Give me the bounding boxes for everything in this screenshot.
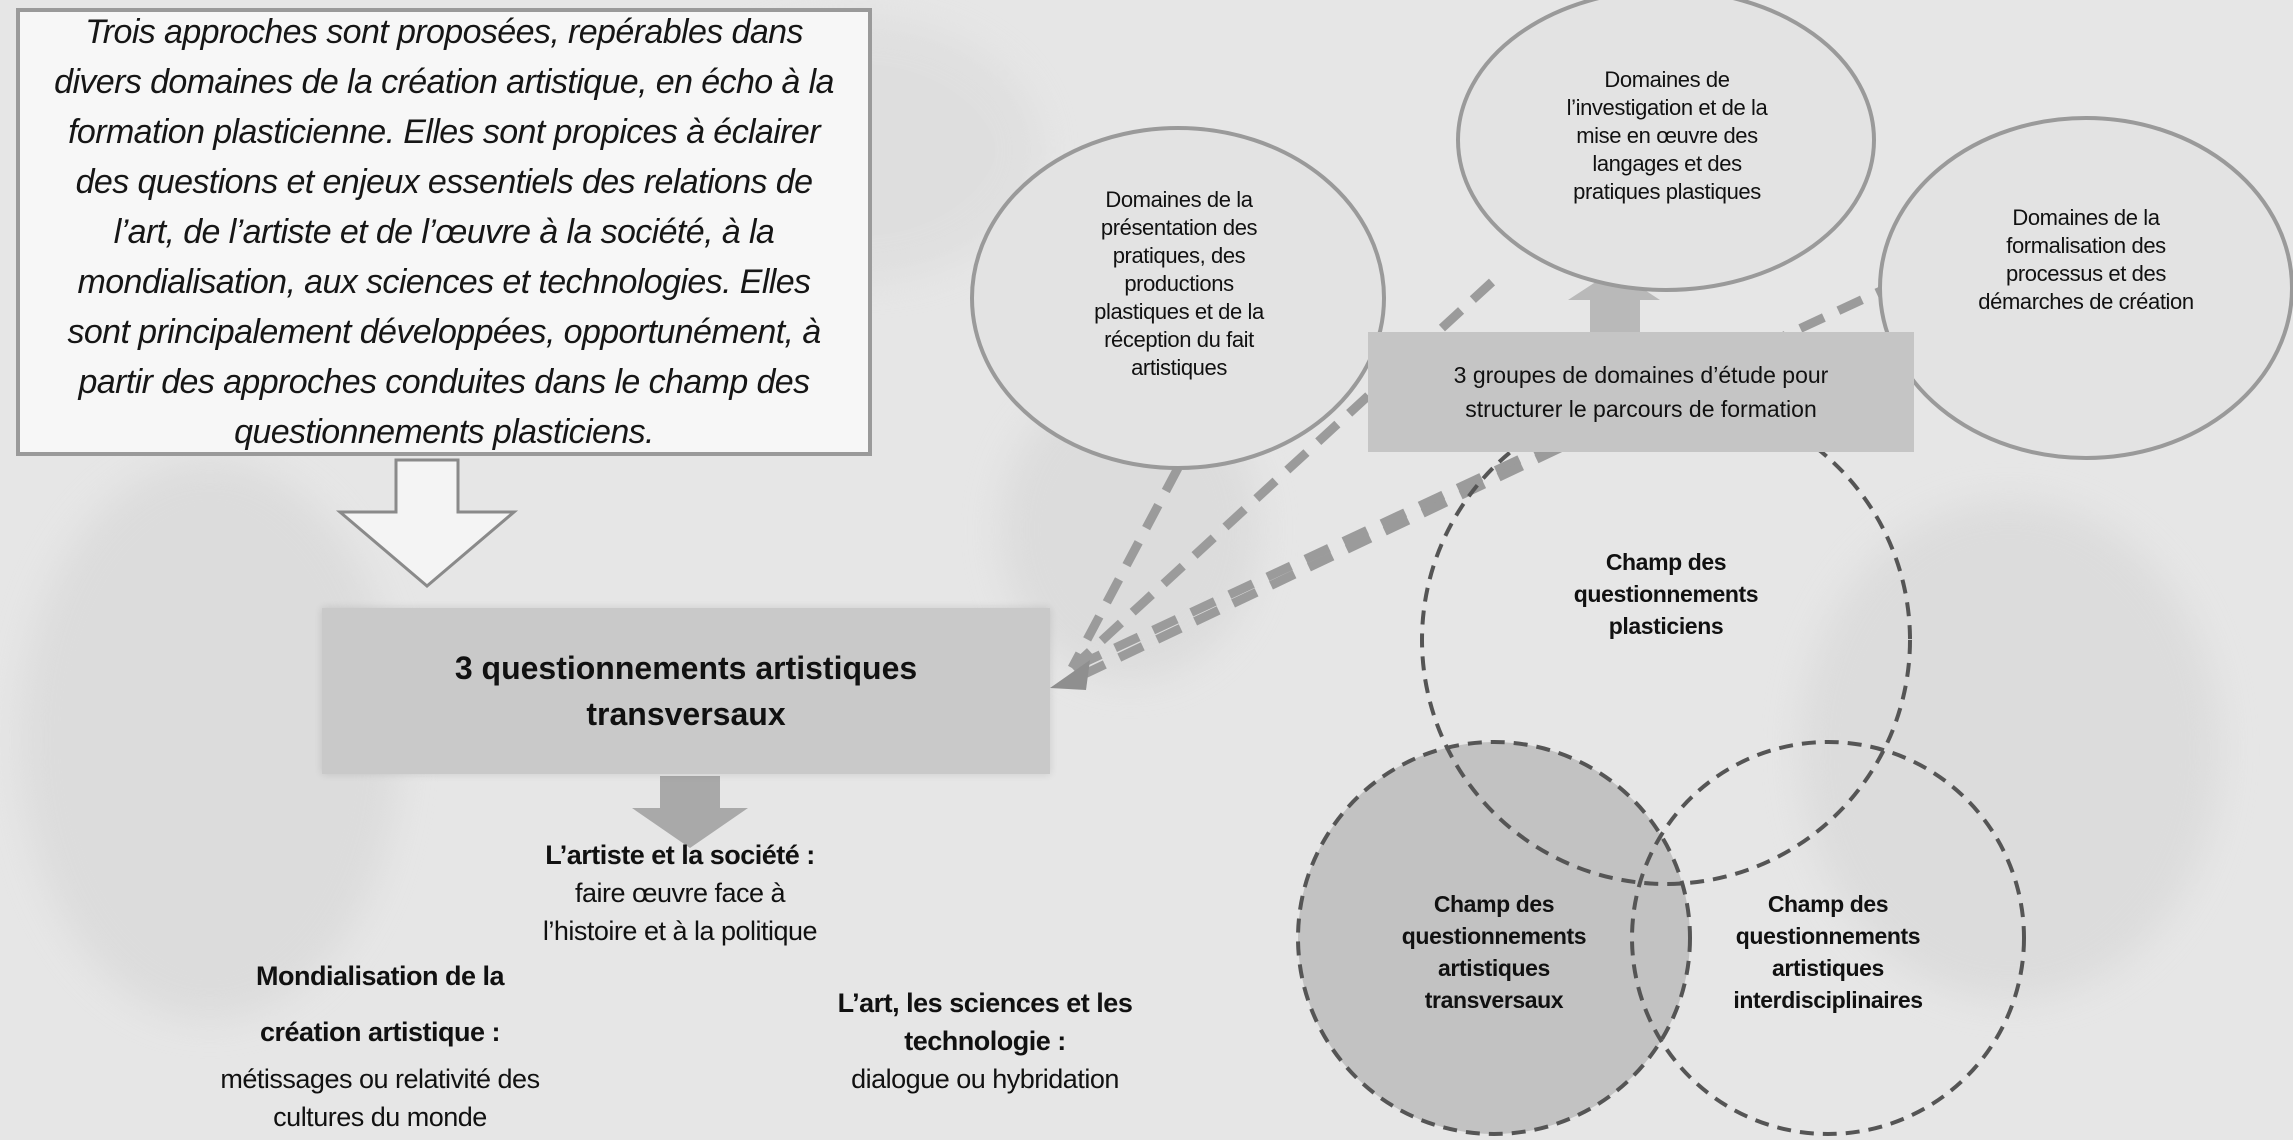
arrowhead-icon — [1050, 660, 1090, 690]
oval-formalisation — [1878, 116, 2293, 460]
theme-world-desc: métissages ou relativité des cultures du… — [220, 1064, 540, 1132]
field-interdisciplinaires-label: Champ des questionnements artistiques in… — [1733, 891, 1923, 1013]
groups-label: 3 groupes de domaines d’étude pour struc… — [1453, 362, 1829, 422]
domain-investigation-label: Domaines de l’investigation et de la mis… — [1566, 67, 1768, 204]
oval-investigation — [1456, 0, 1876, 292]
field-plasticiens-label: Champ des questionnements plasticiens — [1573, 549, 1759, 639]
theme-society: L’artiste et la société : faire œuvre fa… — [500, 836, 860, 950]
circle-interdisciplinaires — [1630, 740, 2026, 1136]
hollow-down-arrow — [335, 458, 519, 588]
theme-world-title: Mondialisation de la création artistique… — [255, 961, 505, 1047]
down-arrow — [632, 776, 748, 848]
theme-science: L’art, les sciences et les technologie :… — [790, 984, 1180, 1098]
field-transversaux-label: Champ des questionnements artistiques tr… — [1401, 891, 1587, 1013]
domain-presentation-label: Domaines de la présentation des pratique… — [1094, 187, 1264, 380]
central-box: 3 questionnements artistiques transversa… — [322, 608, 1050, 774]
intro-box: Trois approches sont proposées, repérabl… — [16, 8, 872, 456]
arrow-from-formalisation — [1070, 277, 1902, 673]
groups-box: 3 groupes de domaines d’étude pour struc… — [1368, 332, 1914, 452]
arrow-from-presentation — [1068, 465, 1182, 671]
circle-transversaux — [1296, 740, 1692, 1136]
oval-presentation — [970, 126, 1386, 470]
intro-text: Trois approches sont proposées, repérabl… — [54, 13, 834, 451]
theme-science-desc: dialogue ou hybridation — [851, 1064, 1119, 1094]
theme-science-title: L’art, les sciences et les technologie : — [837, 988, 1133, 1056]
theme-society-desc: faire œuvre face à l’histoire et à la po… — [542, 878, 818, 946]
circle-plasticiens — [1420, 394, 1912, 886]
arrow-from-groups — [1070, 443, 1562, 685]
theme-society-title: L’artiste et la société : — [545, 840, 815, 870]
theme-world: Mondialisation de la création artistique… — [210, 948, 550, 1136]
central-title: 3 questionnements artistiques transversa… — [454, 650, 918, 732]
domain-formalisation-label: Domaines de la formalisation des process… — [1978, 205, 2194, 314]
